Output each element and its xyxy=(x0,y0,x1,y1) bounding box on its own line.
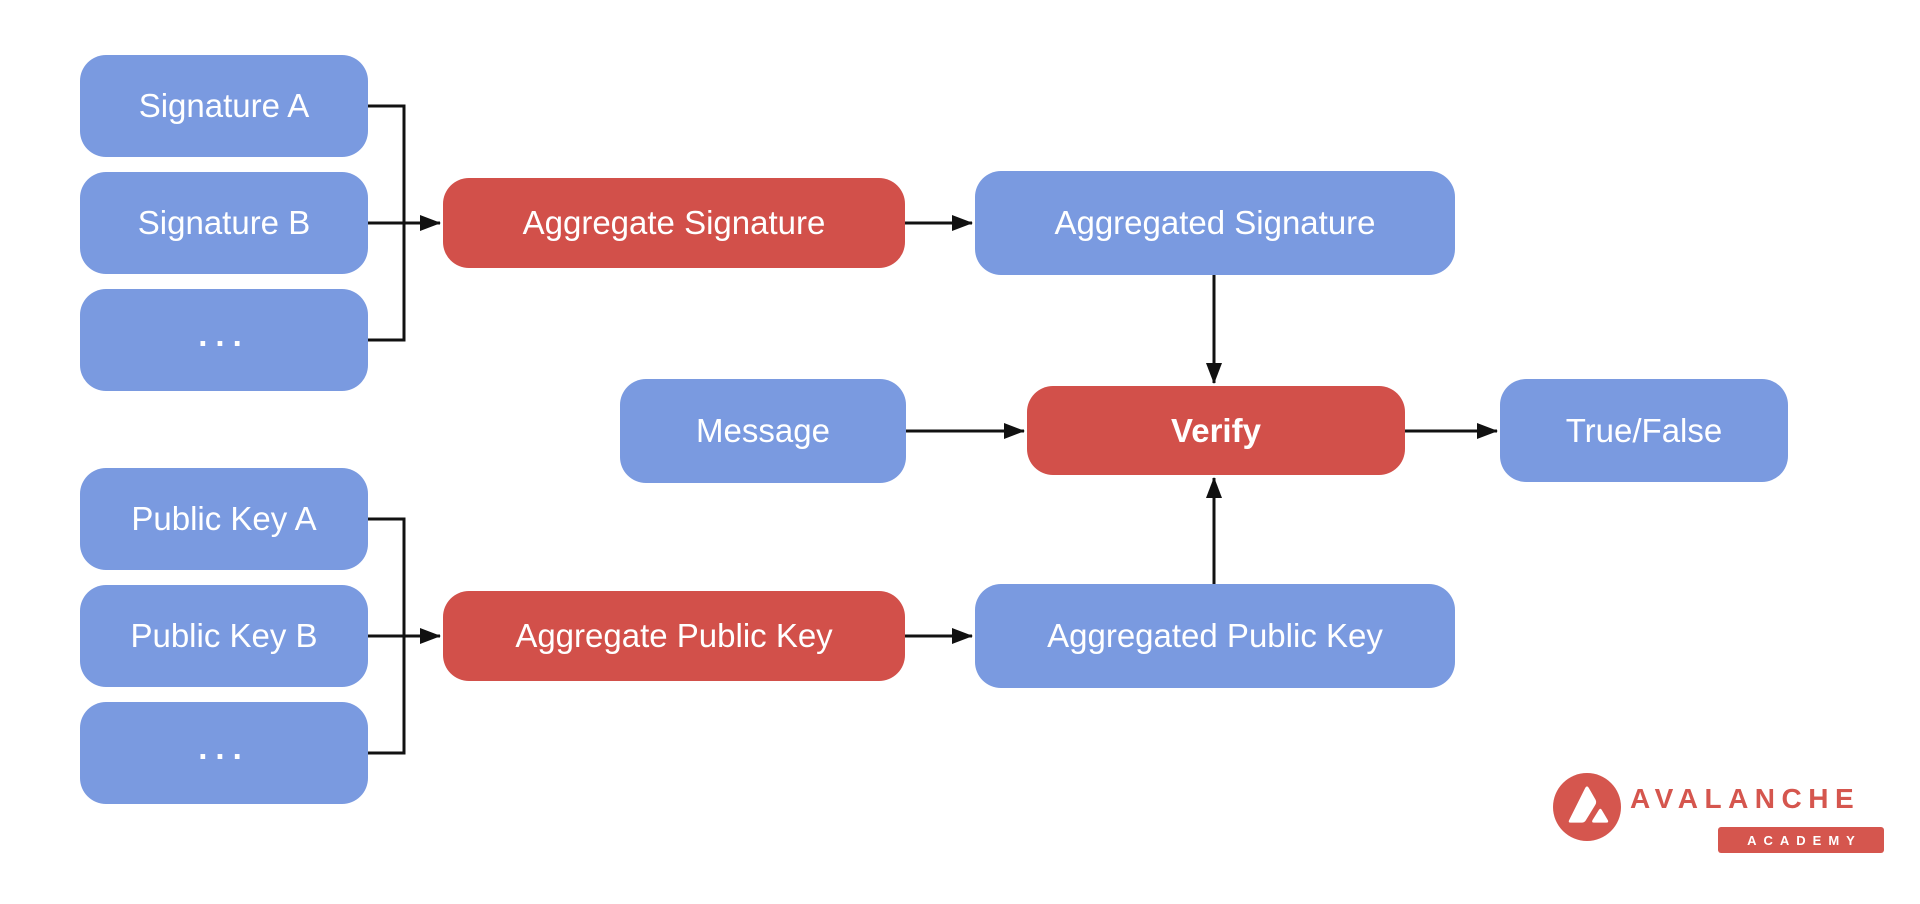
node-label: ... xyxy=(198,729,250,766)
node-message: Message xyxy=(620,379,906,483)
node-label: ... xyxy=(198,316,250,353)
node-signature-b: Signature B xyxy=(80,172,368,274)
bracket-signatures xyxy=(368,104,406,342)
academy-badge: ACADEMY xyxy=(1718,827,1884,853)
node-label: Signature B xyxy=(137,204,311,241)
node-public-key-ellipsis: ... xyxy=(80,702,368,804)
node-label: Signature A xyxy=(138,87,310,124)
avalanche-logo-icon xyxy=(1553,773,1621,841)
academy-badge-label: ACADEMY xyxy=(1747,832,1862,848)
node-label: Aggregate Signature xyxy=(522,204,826,241)
node-aggregate-public-key: Aggregate Public Key xyxy=(443,591,905,681)
avalanche-wordmark: AVALANCHE xyxy=(1630,783,1861,814)
bracket-public-keys xyxy=(368,517,406,755)
node-true-false: True/False xyxy=(1500,379,1788,482)
node-label: Aggregate Public Key xyxy=(515,617,833,654)
avalanche-academy-logo: AVALANCHE ACADEMY xyxy=(1553,771,1885,855)
node-public-key-b: Public Key B xyxy=(80,585,368,687)
node-signature-a: Signature A xyxy=(80,55,368,157)
node-public-key-a: Public Key A xyxy=(80,468,368,570)
node-label: Message xyxy=(696,412,830,449)
node-label: True/False xyxy=(1565,411,1723,449)
node-signature-ellipsis: ... xyxy=(80,289,368,391)
node-label: Aggregated Signature xyxy=(1054,204,1376,241)
node-label: Public Key B xyxy=(130,617,318,654)
node-label: Public Key A xyxy=(131,500,317,537)
node-label: Verify xyxy=(1171,411,1261,449)
node-aggregate-signature: Aggregate Signature xyxy=(443,178,905,268)
node-aggregated-signature: Aggregated Signature xyxy=(975,171,1455,275)
node-label: Aggregated Public Key xyxy=(1047,617,1383,654)
node-aggregated-public-key: Aggregated Public Key xyxy=(975,584,1455,688)
node-verify: Verify xyxy=(1027,386,1405,475)
